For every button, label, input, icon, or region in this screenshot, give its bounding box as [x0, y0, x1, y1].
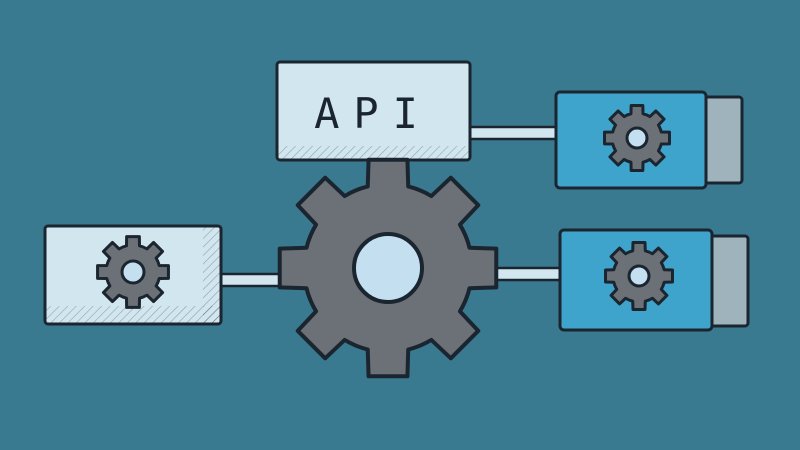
gear-hole [627, 264, 651, 288]
api-label: API [314, 89, 432, 138]
gear-icon [604, 241, 674, 311]
gear-hole [120, 259, 146, 285]
right-service-bottom [558, 228, 750, 332]
gear-icon [603, 104, 671, 172]
connector-api-to-right-top [464, 125, 560, 141]
gear-hole [625, 126, 649, 150]
right-service-top [554, 90, 744, 190]
connector-engine-to-right-bottom [490, 266, 562, 282]
gear-hub [352, 232, 424, 304]
left-service-box [43, 224, 223, 326]
central-engine-gear [277, 157, 499, 379]
api-box: API [275, 60, 472, 162]
gear-icon [96, 235, 170, 309]
